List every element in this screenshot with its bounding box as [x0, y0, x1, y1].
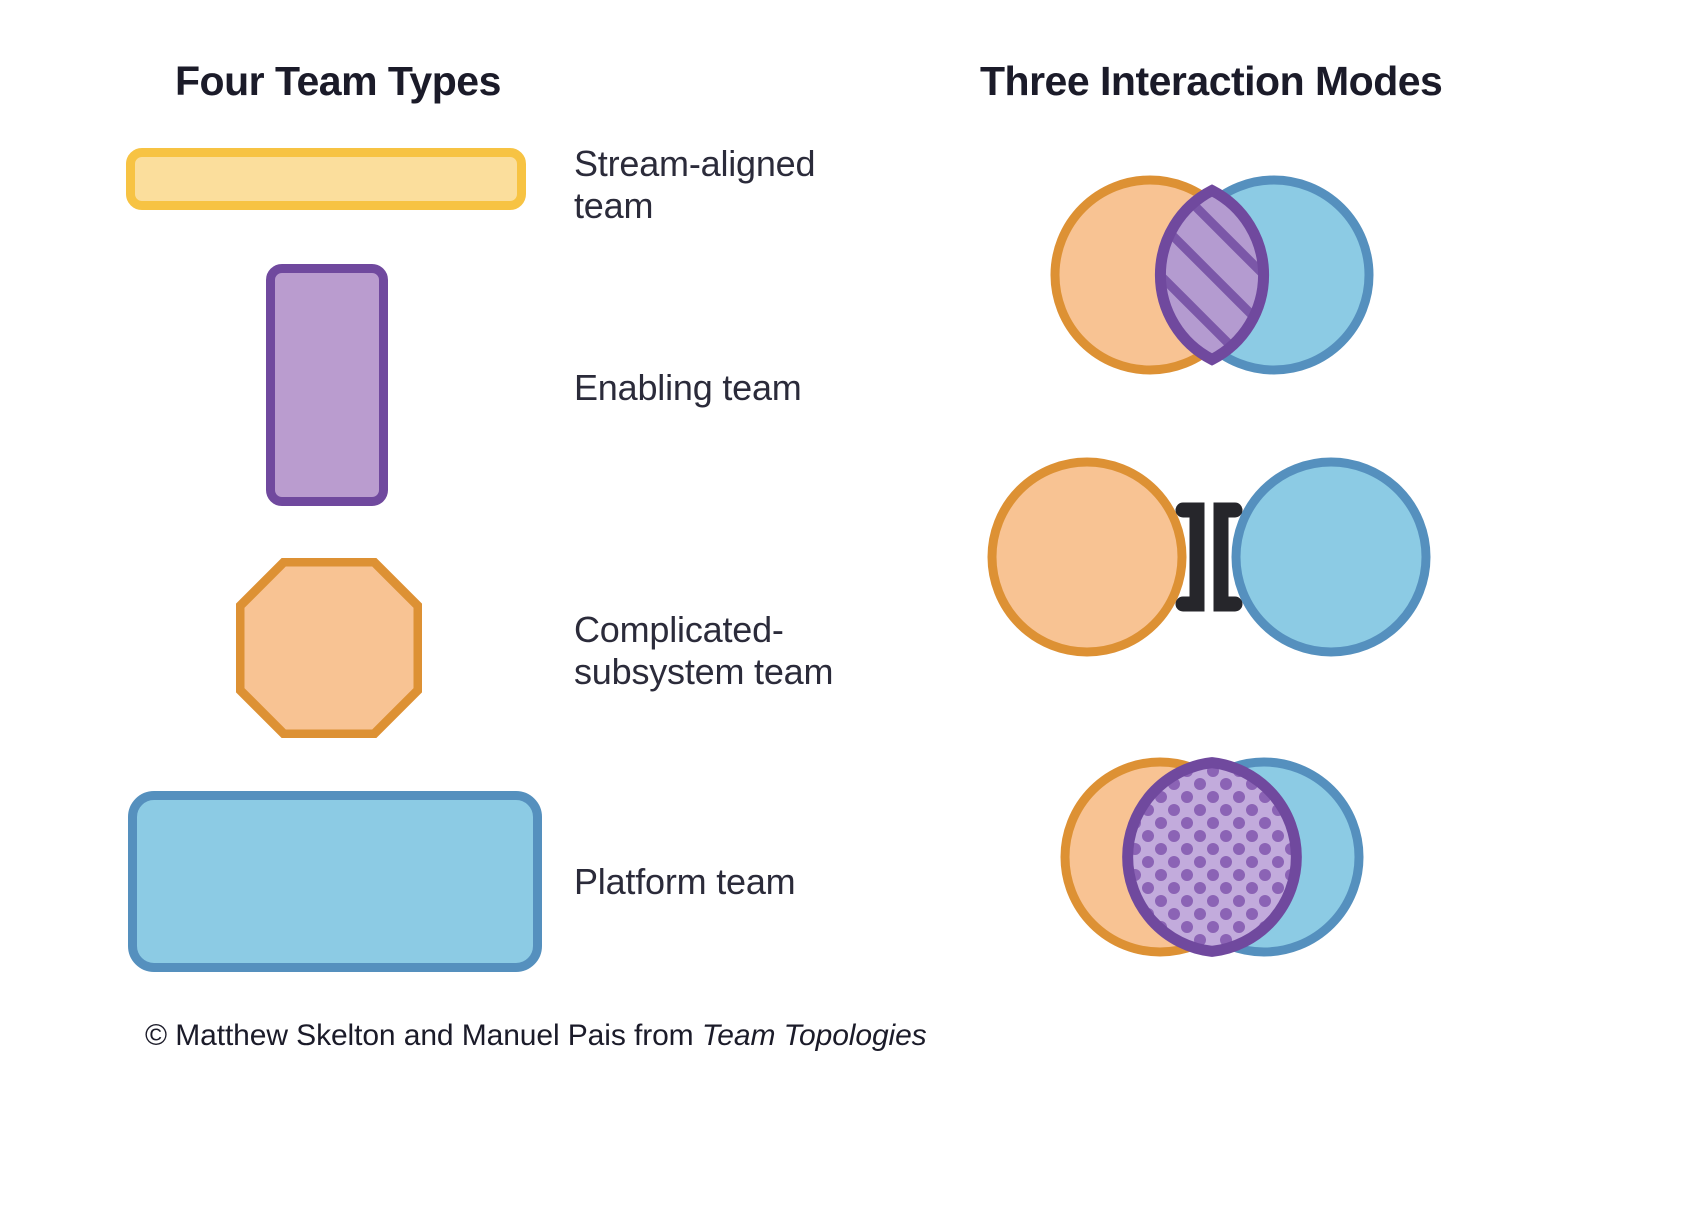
interaction-mode-collaboration: Collaboration [1020, 150, 1460, 400]
interaction-mode-facilitating: Facilitating [1020, 732, 1460, 982]
right-panel-heading: Three Interaction Modes [980, 58, 1443, 104]
label-stream-aligned-team: Stream-aligned team [574, 143, 816, 227]
collaboration-venn-icon [1050, 175, 1374, 375]
label-complicated-subsystem-team: Complicated- subsystem team [574, 609, 834, 693]
facing-brackets-icon [1175, 502, 1243, 612]
credit-prefix: © Matthew Skelton and Manuel Pais from [145, 1019, 702, 1052]
octagon-icon [235, 557, 423, 739]
facilitating-venn-icon [1060, 757, 1364, 957]
x-as-a-service-icon [987, 457, 1431, 657]
shape-complicated-subsystem-team [235, 557, 423, 739]
label-enabling-team: Enabling team [574, 367, 802, 408]
left-panel-heading: Four Team Types [175, 58, 501, 104]
interaction-mode-x-as-a-service: X-as-a-Service [975, 432, 1445, 682]
copyright-credit: © Matthew Skelton and Manuel Pais from T… [145, 1019, 927, 1053]
shape-platform-team [128, 791, 542, 972]
shape-stream-aligned-team [126, 148, 526, 210]
book-title: Team Topologies [701, 1019, 927, 1052]
label-platform-team: Platform team [574, 861, 796, 902]
shape-enabling-team [266, 264, 388, 506]
